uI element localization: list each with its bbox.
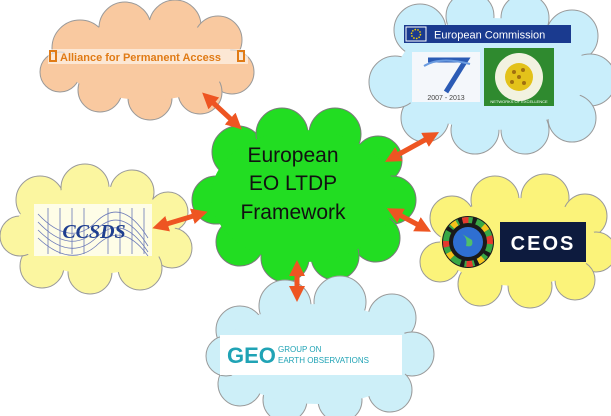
ceos-text-box — [500, 222, 586, 262]
center-title-line2: EO LTDP — [249, 172, 337, 195]
ec-logos: European Commission 2007 - 2013 NETWORKS… — [404, 25, 571, 106]
arrow-ec — [384, 132, 440, 162]
eu-flag-icon — [405, 26, 427, 42]
center-title-line1: European — [247, 144, 338, 167]
geo-tagline-line2: EARTH OBSERVATIONS — [278, 356, 369, 365]
apa-bracket-left-icon — [49, 50, 57, 62]
apa-word-permanent: Permanent — [123, 52, 183, 64]
ccsds-mesh-icon — [37, 208, 149, 257]
arrow-apa — [202, 92, 242, 130]
apa-bracket-right-icon — [237, 50, 245, 62]
noe-seal-logo: NETWORKS OF EXCELLENCE — [484, 48, 554, 106]
geo-logo: GEO GROUP ON EARTH OBSERVATIONS — [220, 335, 402, 375]
apa-logo-text: Alliance for Permanent Access — [60, 52, 221, 64]
geo-mark-icon: GEO — [227, 343, 276, 368]
ec-banner — [404, 25, 571, 43]
center-title: European EO LTDP Framework — [240, 144, 346, 224]
geo-tagline-line1: GROUP ON — [278, 345, 322, 354]
apa-word-access: Access — [182, 52, 221, 64]
ec-banner-text: European Commission — [434, 30, 545, 42]
apa-logo: Alliance for Permanent Access — [48, 49, 248, 64]
arrow-ccsds — [152, 208, 208, 232]
fp7-logo: 2007 - 2013 — [412, 52, 480, 102]
ccsds-logo-text: CCSDS — [62, 221, 125, 243]
seal-text: NETWORKS OF EXCELLENCE — [490, 99, 548, 104]
center-cloud — [191, 107, 417, 283]
geo-logo-text: GEO — [227, 343, 276, 368]
ceos-logo: CEOS — [442, 216, 586, 268]
arrow-ceos — [386, 208, 432, 232]
ceos-globe-icon — [442, 216, 494, 268]
center-title-line3: Framework — [240, 201, 346, 224]
connector-arrows — [152, 92, 440, 303]
ceos-logo-text: CEOS — [511, 233, 576, 255]
apa-word-alliance: Alliance for — [60, 52, 123, 64]
ccsds-logo: CCSDS — [34, 204, 152, 257]
fp7-years: 2007 - 2013 — [427, 95, 464, 102]
